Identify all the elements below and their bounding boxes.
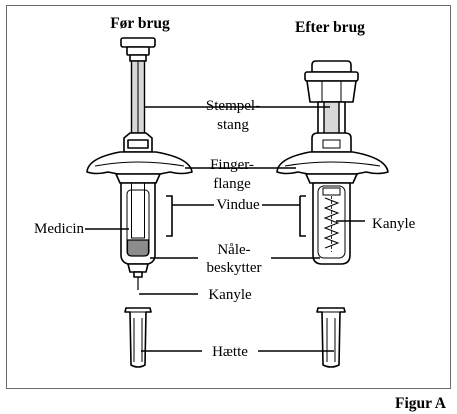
needle-guard-base [127,263,149,273]
cap-left [124,307,152,368]
finger-flange [86,151,193,175]
syringe-barrel-after [312,182,351,265]
label-window: Vindue [216,197,260,213]
label-plunger-rod-line1: Stempel- [206,98,260,114]
cap-right [316,307,346,368]
syringe-barrel [120,182,156,265]
label-needle-middle: Kanyle [208,287,252,303]
heading-before-use: Før brug [110,15,170,32]
heading-after-use: Efter brug [295,19,365,36]
finger-flange-after [276,151,389,175]
plunger-rod [130,60,146,134]
figure-frame [6,5,451,389]
label-finger-flange-line2: flange [213,176,251,192]
leader-window [166,195,306,237]
label-cap: Hætte [212,344,248,360]
syringe-top-collar [123,132,153,153]
plunger-head [120,37,156,62]
label-needle-guard-line2: beskytter [207,260,262,276]
label-needle-right: Kanyle [372,216,416,232]
figure-caption: Figur A [395,395,447,412]
spring [323,197,340,249]
label-plunger-rod-line2: stang [217,117,249,133]
syringe-after-use [276,60,389,368]
label-medicine: Medicin [34,221,84,237]
medicine-fill [126,239,150,257]
plunger-head-after [304,60,359,103]
label-finger-flange-line1: Finger- [210,157,254,173]
label-needle-guard-line1: Nåle- [217,242,250,258]
syringe-before-use [86,37,193,368]
plunger-rod-after [317,101,346,139]
